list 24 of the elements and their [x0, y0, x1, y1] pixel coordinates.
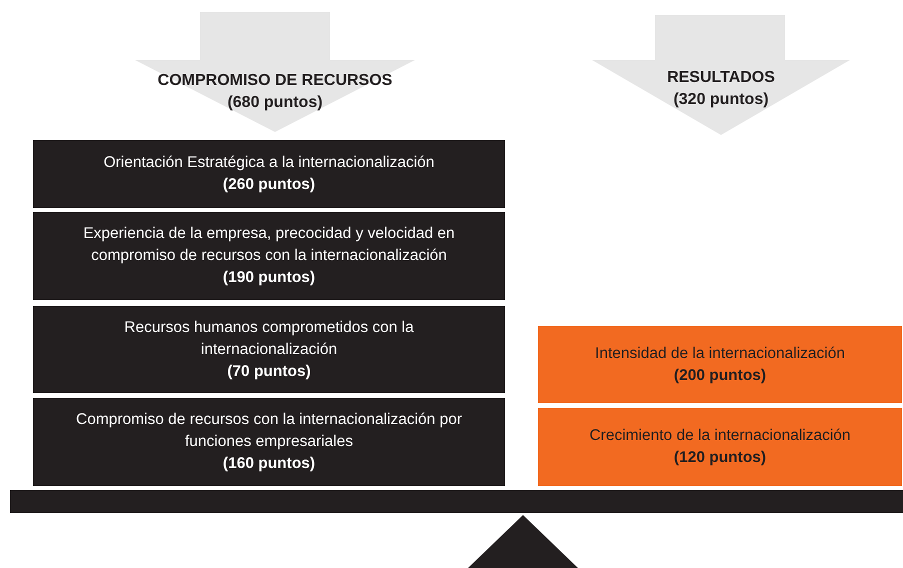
down-arrow-shape [135, 12, 415, 132]
result-box [538, 408, 902, 486]
criterion-box [33, 140, 505, 208]
points-label: (200 puntos) [674, 366, 766, 386]
points-label: (70 puntos) [227, 362, 311, 382]
box-heading: Intensidad de la internacionalización [595, 344, 845, 364]
box-heading: Orientación Estratégica a la internacionalización [104, 153, 434, 173]
points-label: (680 puntos) [227, 93, 323, 113]
box-heading: COMPROMISO DE RECURSOS [158, 71, 392, 91]
down-arrow-shape [592, 15, 850, 135]
box-heading: Compromiso de recursos con la internacionalización por funciones empresariales [75, 410, 463, 452]
result-box [538, 326, 902, 403]
points-label: (260 puntos) [222, 175, 316, 195]
box-heading: Experiencia de la empresa, precocidad y velocidad en compromiso de recursos con la internacionalización [82, 224, 456, 266]
box-heading: Recursos humanos comprometidos con la internacionalización [123, 318, 415, 360]
points-label: (320 puntos) [673, 90, 769, 110]
points-label: (190 puntos) [222, 268, 316, 288]
criterion-box [33, 212, 505, 300]
criterion-box [33, 398, 505, 486]
box-heading: Crecimiento de la internacionalización [589, 426, 851, 446]
points-label: (160 puntos) [222, 454, 316, 474]
box-heading: RESULTADOS [667, 68, 775, 88]
points-label: (120 puntos) [674, 448, 766, 468]
criterion-box [33, 306, 505, 393]
